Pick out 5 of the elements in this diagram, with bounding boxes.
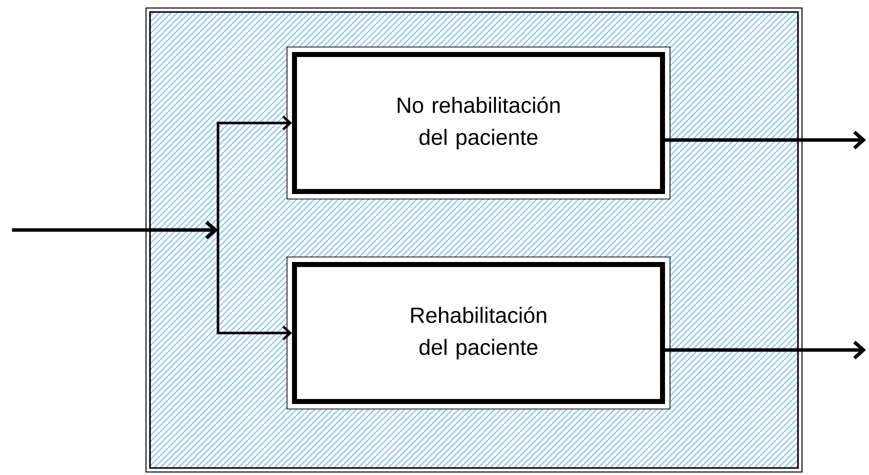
process-box: Rehabilitación del paciente [286, 256, 670, 410]
arrow [665, 340, 866, 360]
branching-arrow [12, 116, 292, 340]
arrow [665, 130, 866, 150]
process-box: No rehabilitación del paciente [286, 46, 670, 200]
